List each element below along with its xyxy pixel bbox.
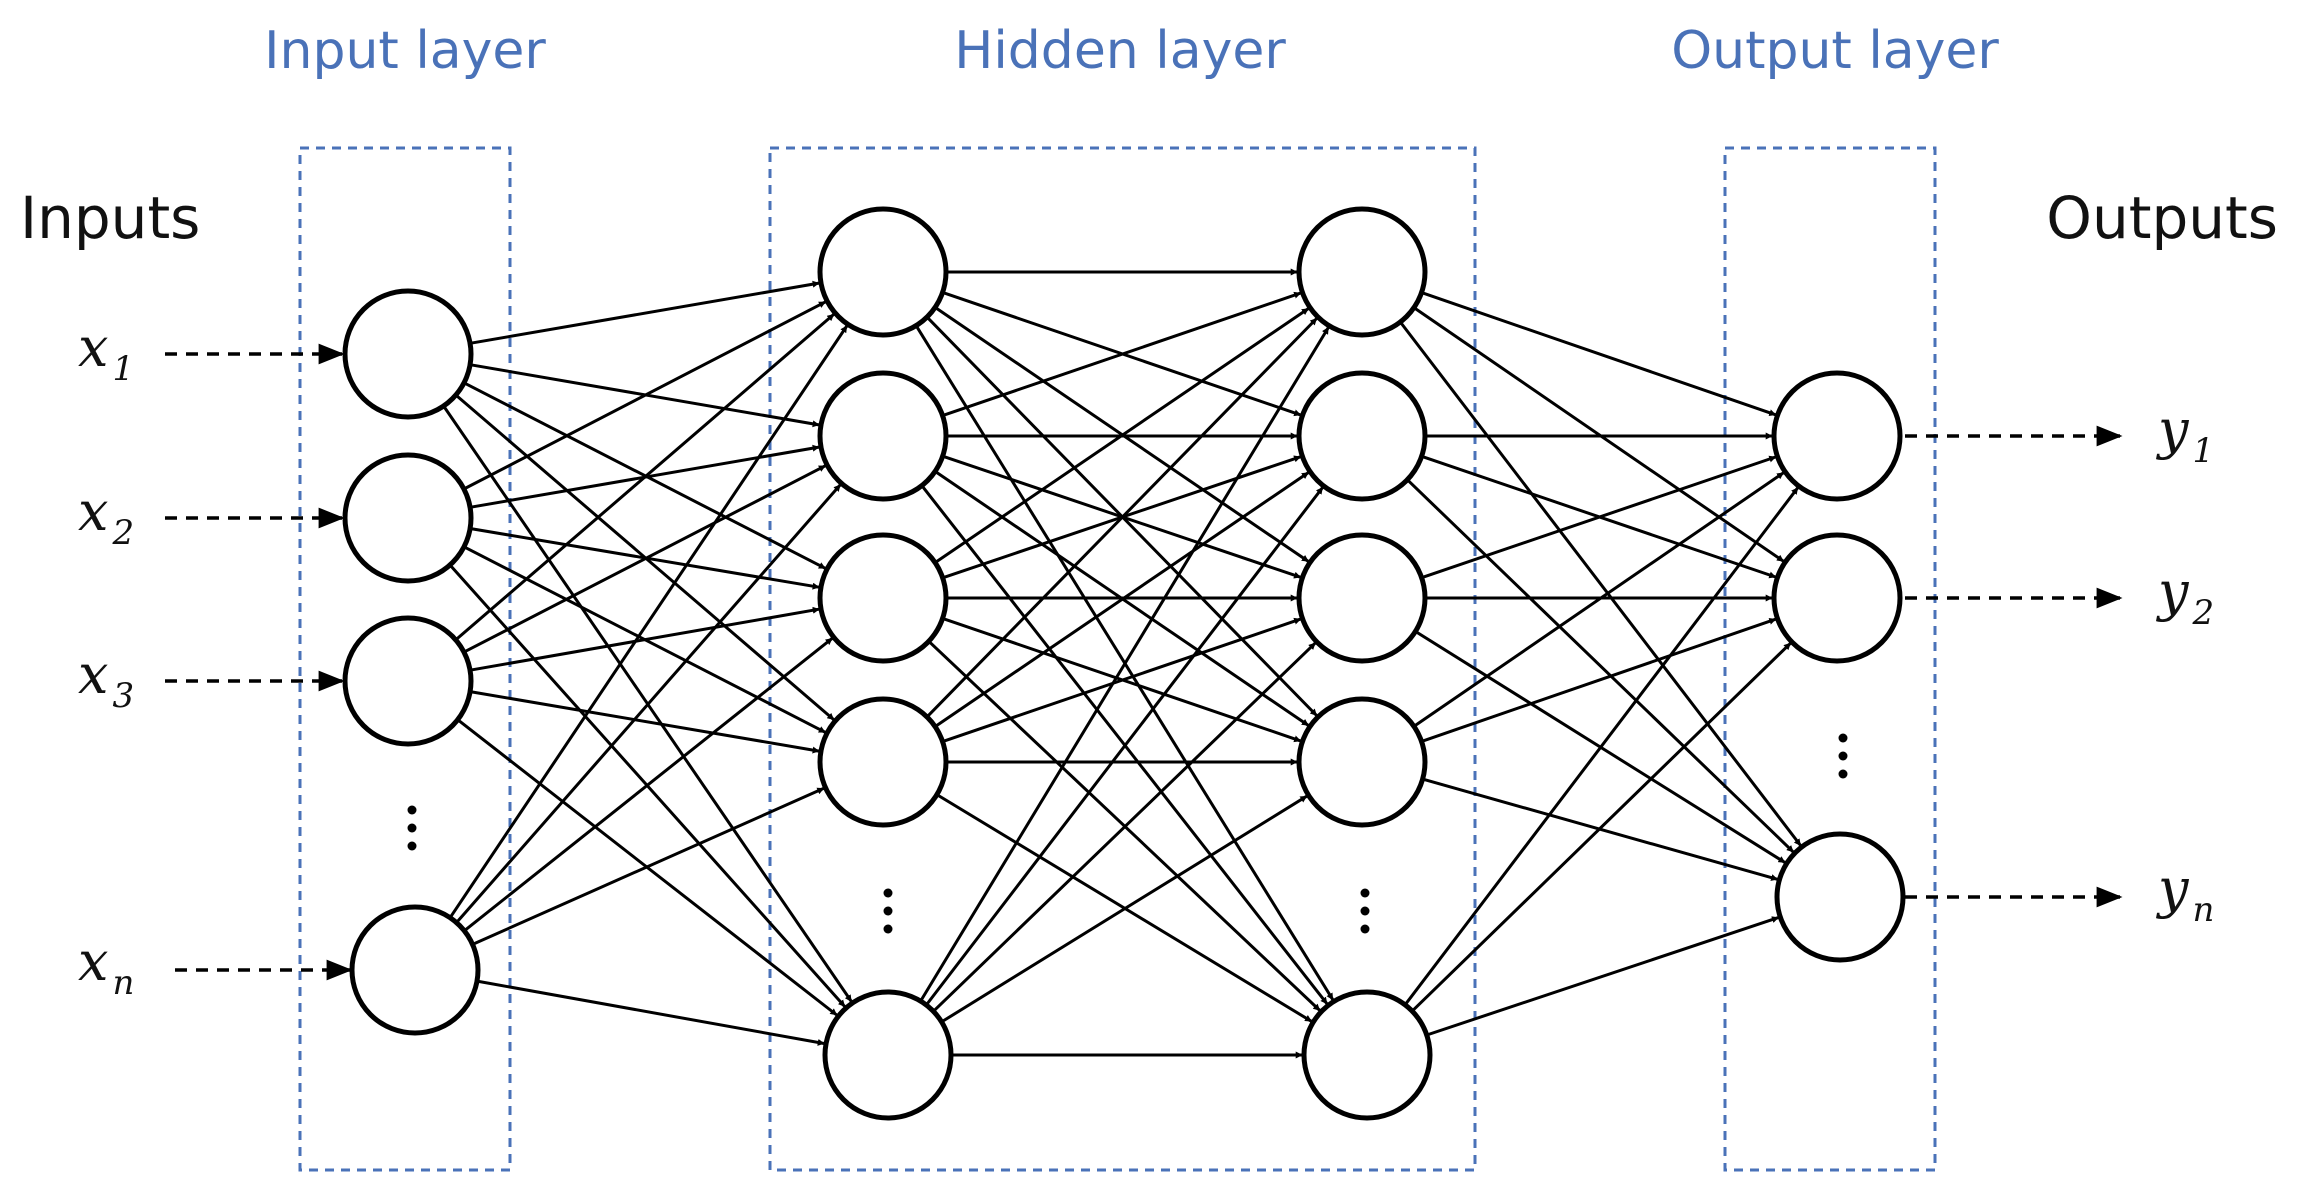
edge-l2-4-0: [1403, 486, 1799, 1006]
edge-l0-3-4: [476, 979, 825, 1046]
hidden2-node-n: [1301, 989, 1433, 1121]
edge-l0-2-0: [454, 313, 835, 642]
edge-l1-3-0: [925, 317, 1318, 718]
edge-l0-2-2: [469, 606, 820, 672]
input-node-2: [342, 452, 474, 584]
edge-l0-1-0: [463, 300, 826, 491]
edge-l1-4-2: [932, 642, 1317, 1013]
hidden1-ellipsis: [883, 888, 893, 934]
output-ellipsis: [1838, 733, 1848, 779]
output-layer-title: Output layer: [1671, 21, 1999, 81]
edge-l0-3-2: [463, 637, 834, 932]
hidden1-node-4: [817, 696, 949, 828]
input-layer-box: [298, 146, 512, 1172]
edge-l1-4-1: [925, 486, 1324, 1006]
input-ellipsis: [407, 805, 417, 851]
hidden2-node-4: [1296, 696, 1428, 828]
hidden-layer-2-nodes: [1296, 206, 1433, 1121]
edge-l0-2-3: [469, 690, 820, 754]
input-node-3: [342, 615, 474, 747]
input-node-n: [349, 904, 481, 1036]
edge-l0-2-1: [463, 464, 826, 654]
output-node-1: [1771, 370, 1903, 502]
hidden1-node-2: [817, 370, 949, 502]
output-node-n: [1774, 831, 1906, 963]
edge-l1-4-3: [940, 794, 1308, 1024]
inputs-label: Inputs: [20, 184, 200, 252]
output-nodes: [1771, 370, 1906, 963]
input-node-1: [342, 288, 474, 420]
edge-l0-3-3: [471, 787, 825, 946]
edge-l1-4-0: [919, 326, 1330, 1002]
input-arrows: [165, 343, 353, 981]
hidden1-node-n: [822, 989, 954, 1121]
hidden2-node-3: [1296, 532, 1428, 664]
hidden-layer-1-nodes: [817, 206, 954, 1121]
hidden1-node-3: [817, 532, 949, 664]
hidden-layer-title: Hidden layer: [954, 21, 1286, 81]
hidden2-ellipsis: [1360, 888, 1370, 934]
connections: [442, 268, 1802, 1059]
edge-l2-0-2: [1399, 321, 1802, 847]
outputs-label: Outputs: [2046, 184, 2278, 252]
edge-l1-3-2: [942, 617, 1302, 744]
edge-l0-0-0: [469, 280, 820, 345]
edge-l2-4-1: [1411, 642, 1792, 1013]
output-arrows: [1905, 425, 2123, 908]
edge-l2-3-0: [1413, 471, 1785, 728]
edge-l2-0-1: [1413, 306, 1785, 563]
input-layer-title: Input layer: [264, 21, 546, 81]
output-layer-box: [1723, 146, 1937, 1172]
edge-l2-2-0: [1421, 455, 1777, 580]
output-node-2: [1771, 532, 1903, 664]
hidden2-node-2: [1296, 370, 1428, 502]
hidden-layer-box: [768, 146, 1477, 1172]
edge-l2-4-2: [1426, 916, 1779, 1037]
edge-l1-1-0: [942, 291, 1302, 418]
edge-l0-3-1: [455, 483, 842, 924]
edge-l2-3-1: [1421, 617, 1777, 743]
edge-l2-1-2: [1406, 478, 1795, 853]
hidden2-node-1: [1296, 206, 1428, 338]
edge-l1-2-0: [934, 307, 1310, 564]
edge-l2-0-0: [1421, 291, 1777, 417]
edge-l0-3-0: [448, 325, 849, 919]
edge-l1-3-1: [934, 471, 1310, 728]
input-nodes: [342, 288, 481, 1036]
hidden1-node-1: [817, 206, 949, 338]
